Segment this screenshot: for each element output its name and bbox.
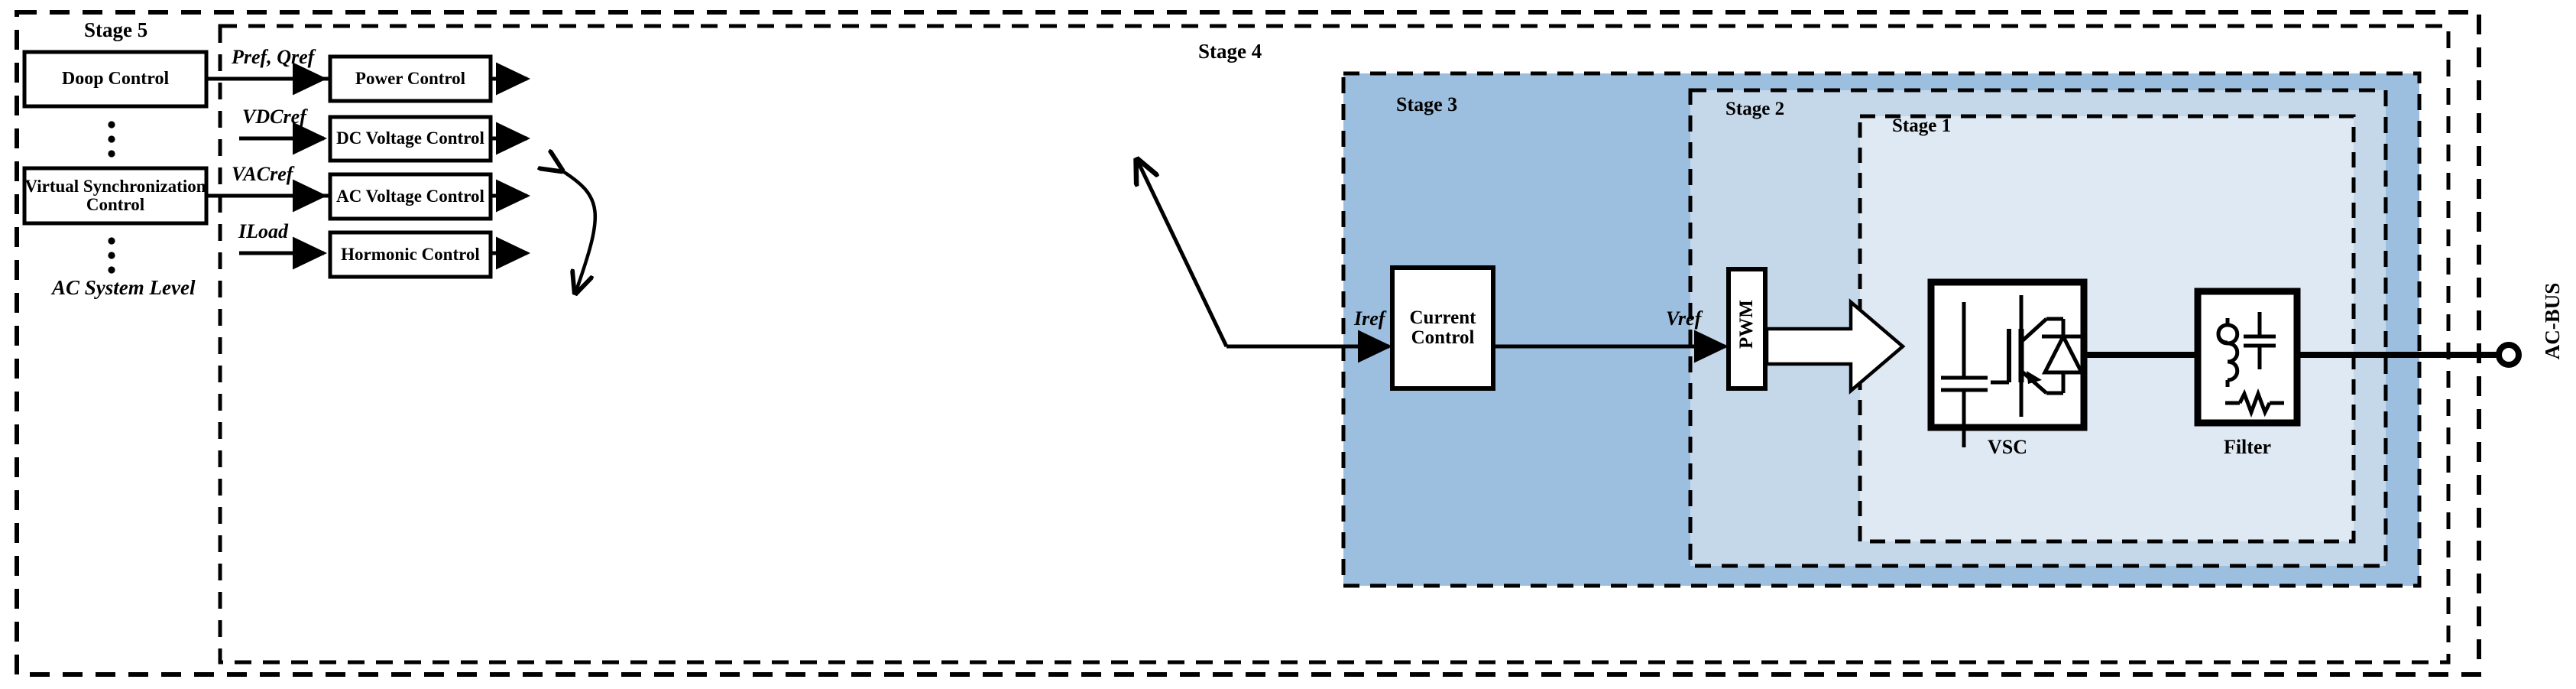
ac-voltage-control-label: AC Voltage Control	[336, 186, 484, 206]
ellipsis-dot	[108, 121, 115, 128]
ac-bus-terminal[interactable]	[2496, 342, 2522, 368]
stage4-label: Stage 4	[1198, 40, 1262, 63]
pref-qref-label: Pref, Qref	[232, 46, 315, 68]
ac-bus-label: AC-BUS	[2540, 282, 2564, 360]
ellipsis-dot	[108, 150, 115, 158]
igbt-emitter-arrowhead	[2027, 371, 2042, 384]
droop-control-label: Doop Control	[61, 68, 170, 89]
vsc-label: VSC	[1987, 436, 2027, 459]
dc-voltage-control-label: DC Voltage Control	[336, 128, 484, 148]
stage2-label: Stage 2	[1725, 99, 1785, 119]
hormonic-control-box[interactable]	[328, 230, 493, 279]
ellipsis-dot	[108, 135, 115, 143]
igbt-collector-diagonal	[2020, 317, 2048, 343]
virtual-sync-control-label: Virtual Synchronization Control	[24, 176, 206, 214]
vdcref-label: VDCref	[242, 106, 306, 128]
power-control-label: Power Control	[355, 68, 466, 88]
pwm-label: PWM	[1735, 300, 1757, 349]
stage5-label: Stage 5	[84, 18, 148, 41]
filter-resistor-zigzag	[2237, 388, 2272, 418]
selector-diagonal-arrow	[1137, 160, 1229, 348]
selector-curve-double-arrow	[562, 171, 598, 293]
ac-system-level-label: AC System Level	[52, 276, 196, 299]
current-control-box[interactable]	[1390, 265, 1495, 391]
stage3-boundary	[1341, 71, 2422, 588]
stage4-boundary	[218, 24, 2451, 665]
stage2-boundary	[1688, 88, 2388, 568]
pwm-to-vsc-block-arrow	[1764, 298, 1906, 395]
ellipsis-dot	[108, 237, 115, 245]
current-control-label: Current Control	[1409, 307, 1476, 348]
ellipsis-dot	[108, 252, 115, 259]
hormonic-control-label: Hormonic Control	[341, 244, 480, 264]
ac-system-level-boundary	[15, 10, 2481, 677]
filter-label: Filter	[2223, 436, 2272, 459]
ellipsis-dot	[108, 266, 115, 274]
iref-label: Iref	[1354, 307, 1385, 330]
pwm-box[interactable]	[1726, 267, 1768, 391]
stage3-label: Stage 3	[1396, 93, 1458, 115]
vref-label: Vref	[1666, 307, 1702, 330]
stage1-label: Stage 1	[1892, 115, 1952, 136]
vacref-label: VACref	[232, 163, 293, 185]
iload-label: ILoad	[238, 220, 288, 242]
